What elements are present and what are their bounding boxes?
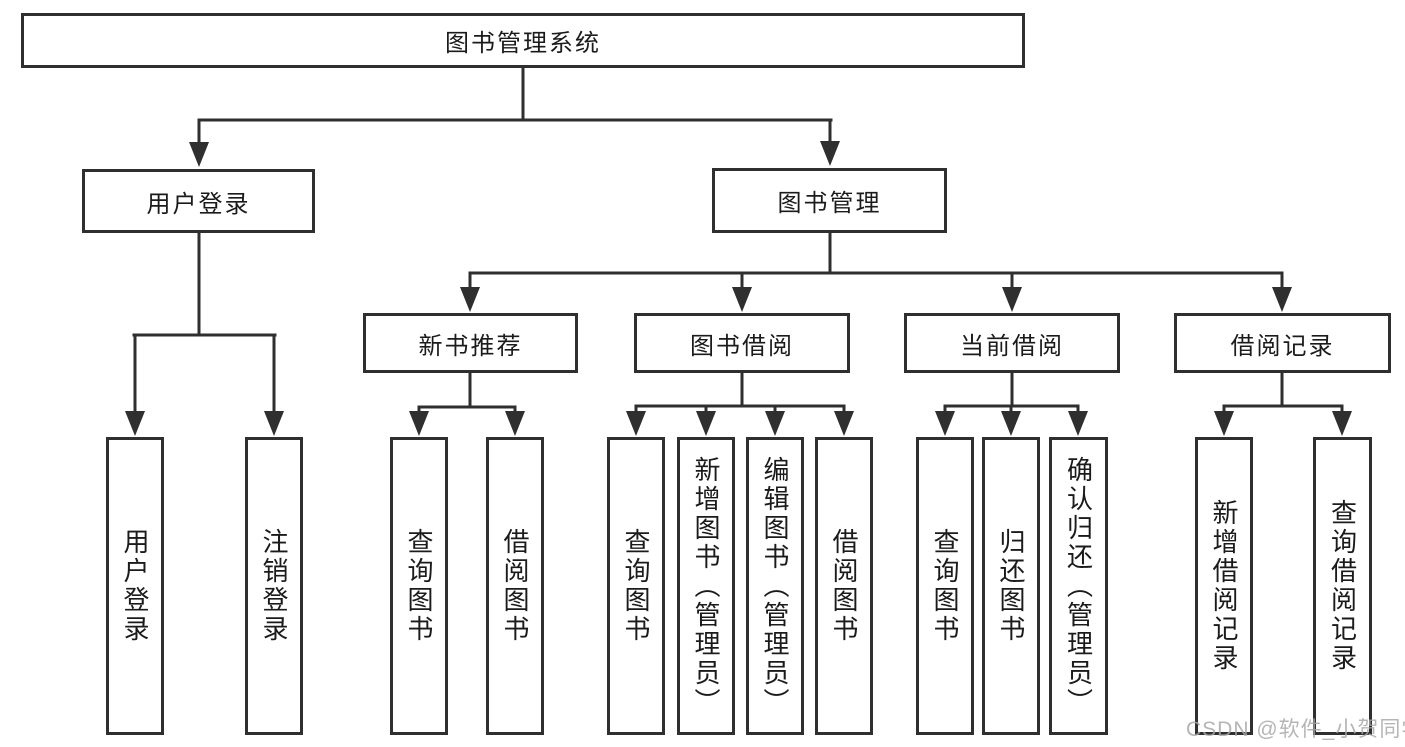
node-leaf-query-borrow-record: 查询借阅记录 [1313,437,1372,735]
node-label: 查询图书 [621,528,651,644]
node-current-borrow: 当前借阅 [904,313,1120,373]
arrowhead [935,411,955,436]
node-leaf-query-books-2: 查询图书 [607,437,665,735]
node-book-management: 图书管理 [712,168,947,233]
connectors-user-login-children [125,231,284,436]
arrowhead [125,411,145,436]
node-user-login: 用户登录 [82,169,315,233]
node-leaf-logout: 注销登录 [245,437,303,735]
node-leaf-edit-books-admin: 编辑图书（管理员） [746,437,804,735]
arrowhead [189,142,209,167]
node-label: 用户登录 [120,528,150,644]
node-leaf-return-books: 归还图书 [982,437,1040,735]
node-label: 查询图书 [930,528,960,644]
node-new-book-recommend: 新书推荐 [363,313,578,373]
node-label: 注销登录 [259,528,289,644]
node-borrow-records: 借阅记录 [1174,313,1391,373]
node-label: 归还图书 [996,528,1026,644]
connectors-current-borrow-children [935,371,1088,436]
connectors-book-mgmt-to-level3 [460,231,1292,312]
arrowhead [1272,287,1292,312]
node-label: 确认归还（管理员） [1063,455,1094,717]
csdn-watermark: CSDN @软件_小贺同学 [1186,718,1405,741]
node-leaf-user-login: 用户登录 [106,437,164,735]
node-label: 借阅图书 [829,528,859,644]
arrowhead [409,411,429,436]
node-leaf-confirm-return-admin: 确认归还（管理员） [1049,437,1108,735]
node-label: 借阅图书 [500,528,530,644]
arrowhead [505,411,525,436]
arrowhead [834,411,854,436]
node-label: 查询图书 [404,528,434,644]
node-label: 编辑图书（管理员） [760,455,790,717]
node-label: 查询借阅记录 [1327,499,1358,673]
arrowhead [1001,411,1021,436]
node-leaf-add-books-admin: 新增图书（管理员） [677,437,735,735]
connectors-borrow-records-children [1214,371,1352,436]
connectors-new-book-rec-children [409,371,525,436]
node-leaf-query-books-1: 查询图书 [390,437,448,735]
node-library-management-system: 图书管理系统 [21,13,1025,68]
node-leaf-add-borrow-record: 新增借阅记录 [1195,437,1253,735]
connectors-root-to-level2 [189,65,840,167]
arrowhead [460,287,480,312]
node-leaf-query-books-3: 查询图书 [916,437,974,735]
arrowhead [1002,287,1022,312]
arrowhead [1332,411,1352,436]
node-label: 新增图书（管理员） [691,455,721,717]
connectors-book-borrow-children [626,371,854,436]
arrowhead [264,411,284,436]
arrowhead [626,411,646,436]
arrowhead [1214,411,1234,436]
arrowhead [696,411,716,436]
arrowhead [820,141,840,166]
arrowhead [1068,411,1088,436]
node-label: 新增借阅记录 [1209,499,1239,673]
arrowhead [732,287,752,312]
node-leaf-borrow-books-1: 借阅图书 [486,437,544,735]
arrowhead [765,411,785,436]
node-leaf-borrow-books-2: 借阅图书 [815,437,873,735]
node-book-borrow: 图书借阅 [634,313,850,373]
